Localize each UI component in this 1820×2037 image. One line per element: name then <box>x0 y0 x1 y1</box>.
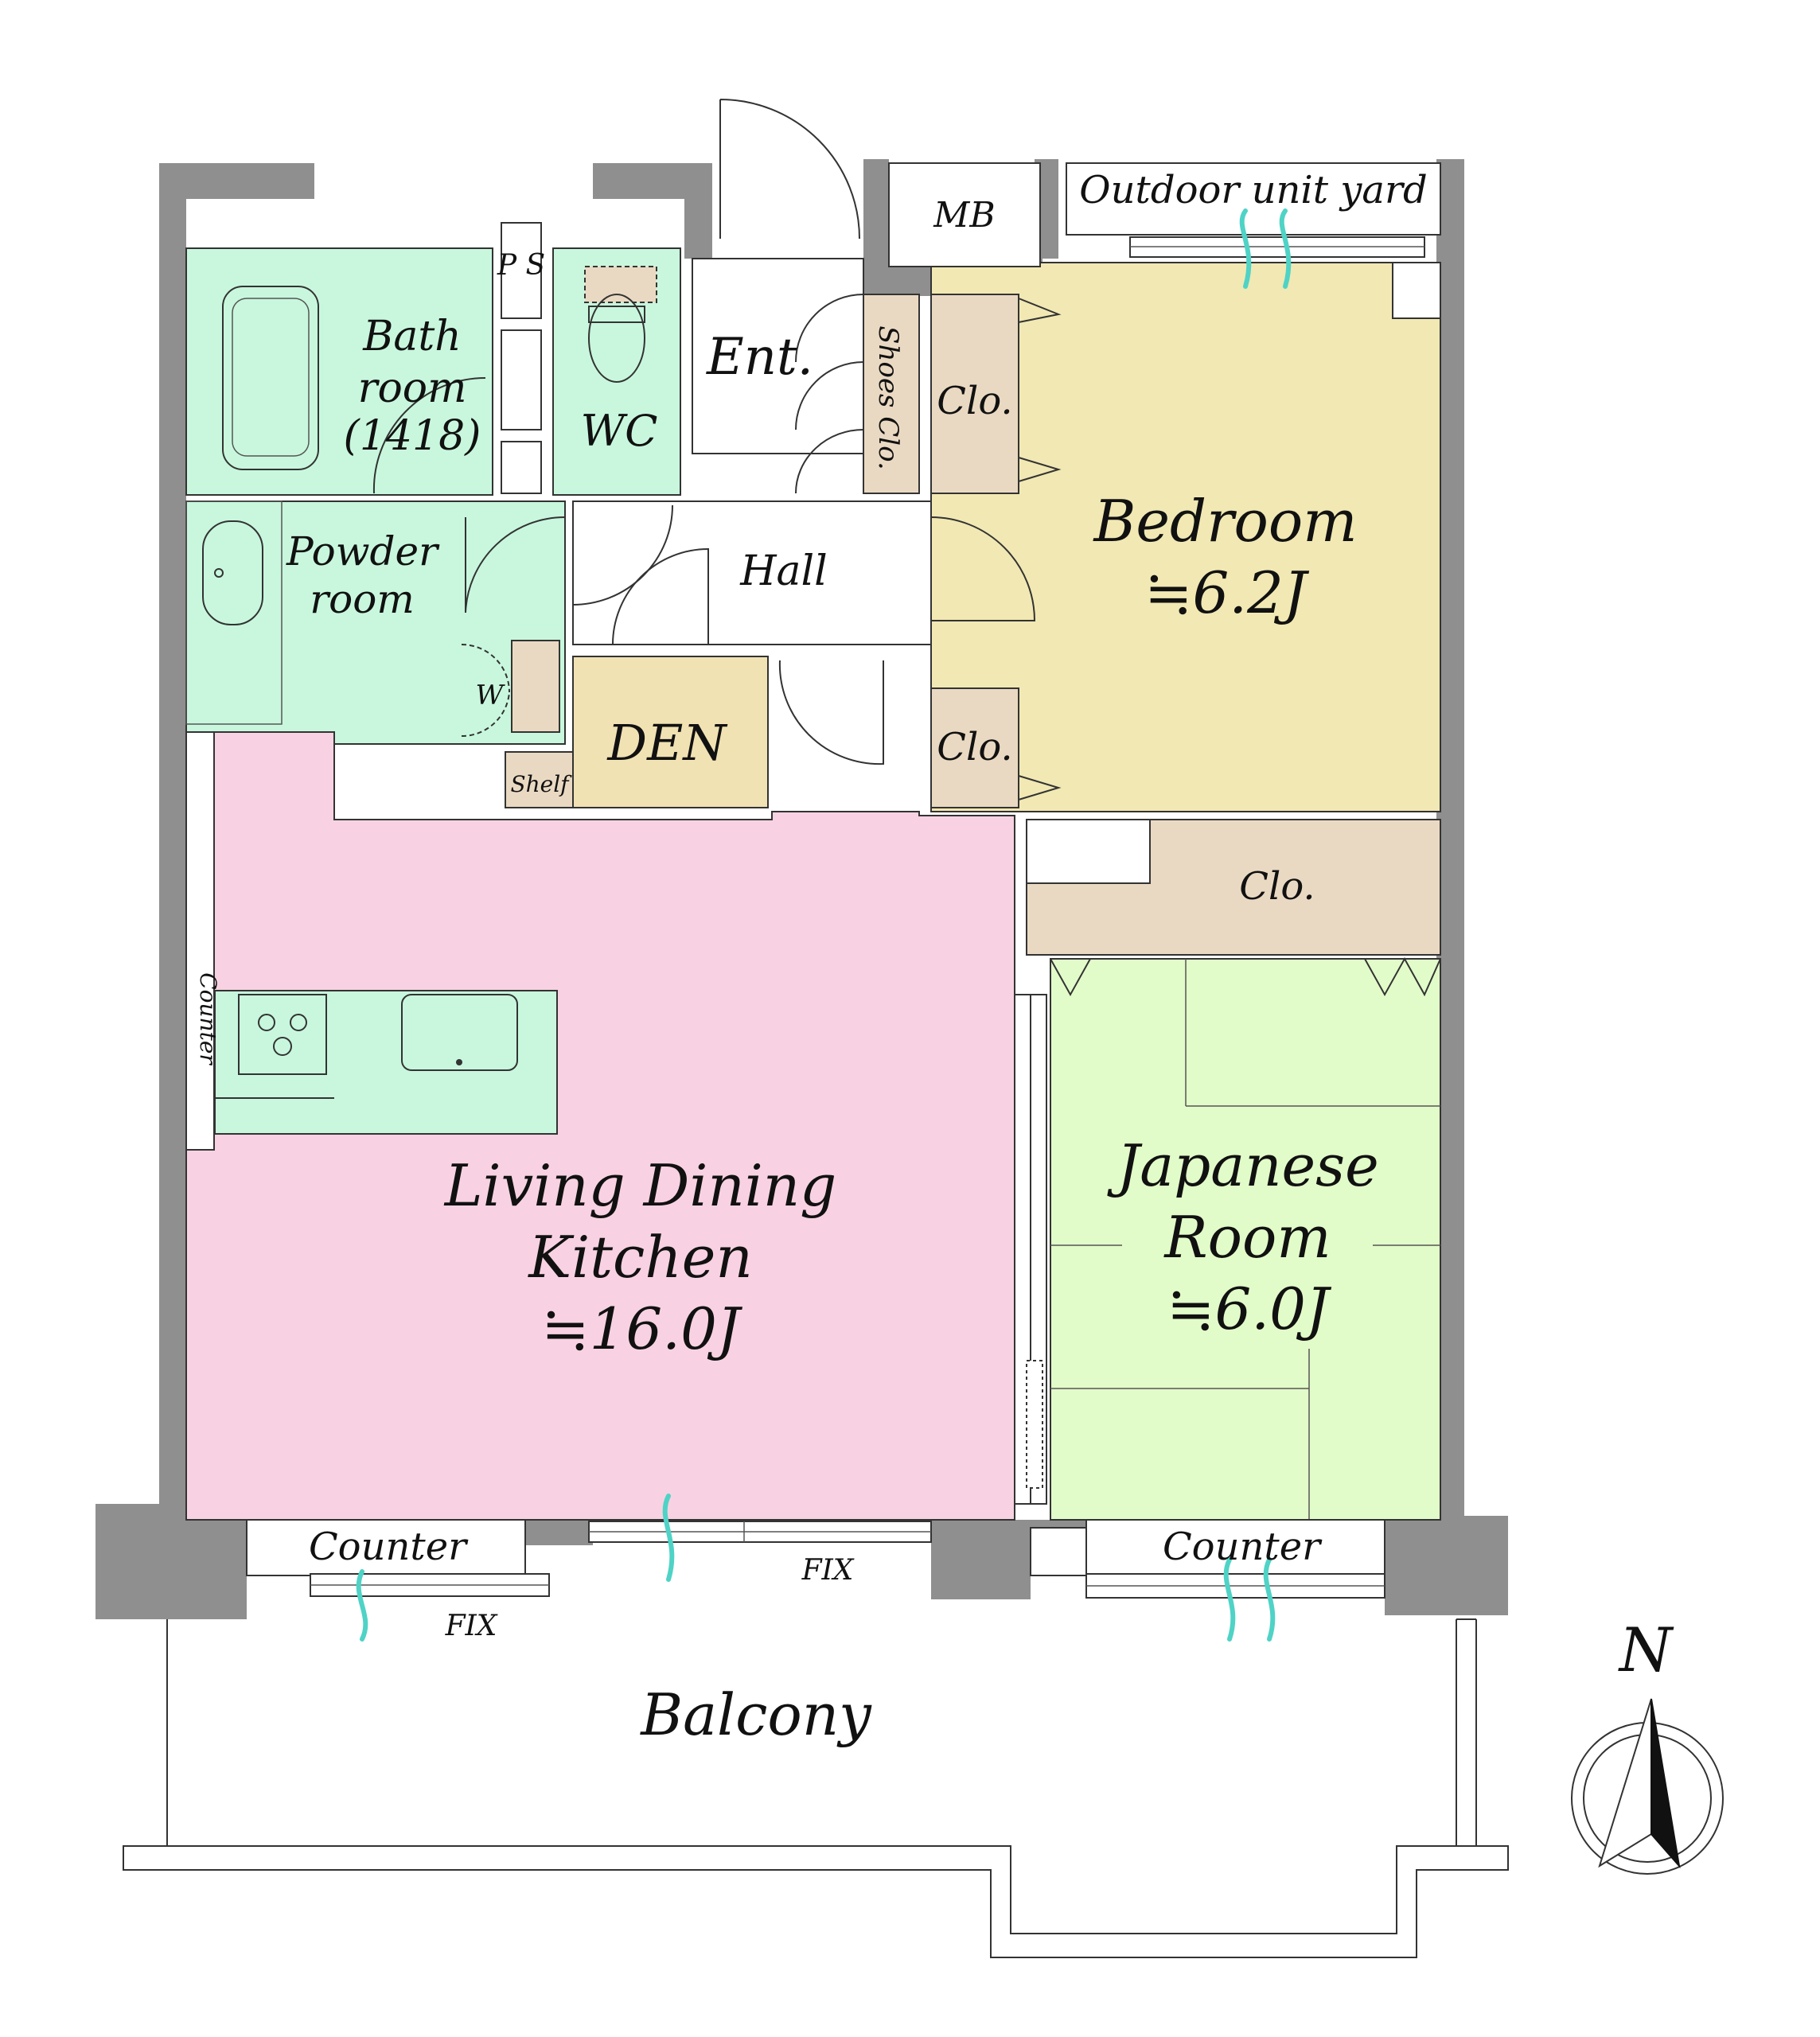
balcony-outline <box>123 1618 1509 1958</box>
north-compass <box>1571 1698 1724 1875</box>
label-den: DEN <box>606 714 728 772</box>
label-jr-2: Room <box>1163 1204 1331 1271</box>
label-closet-top: Clo. <box>937 379 1012 423</box>
label-wc: WC <box>581 406 658 456</box>
label-balcony: Balcony <box>639 1681 872 1748</box>
airflow-marks <box>356 208 1292 1642</box>
label-ldk-1: Living Dining <box>443 1152 837 1219</box>
pipe-shaft <box>501 222 542 319</box>
label-counter-left: Counter <box>309 1525 469 1569</box>
label-hall: Hall <box>739 547 828 595</box>
side-counter <box>185 731 215 1151</box>
hall <box>572 500 932 645</box>
label-fix-left: FIX <box>445 1610 498 1642</box>
entrance <box>692 258 864 454</box>
label-bath-2: room <box>358 364 467 412</box>
toilet <box>588 294 645 383</box>
doors <box>372 99 1441 997</box>
south-counters <box>246 1519 1385 1599</box>
label-fix-mid: FIX <box>801 1554 855 1587</box>
label-ldk-2: Kitchen <box>527 1224 752 1291</box>
label-powder-1: Powder <box>286 528 440 574</box>
wash-basin <box>202 520 263 625</box>
label-jr-3: ≒6.0J <box>1167 1276 1332 1342</box>
label-ps: P S <box>497 249 545 282</box>
sink <box>401 994 518 1071</box>
label-mb: MB <box>933 195 995 236</box>
label-counter-side: Counter <box>195 972 221 1065</box>
bathtub <box>222 286 319 470</box>
outdoor-unit-yard <box>1066 162 1441 236</box>
closet-top <box>930 294 1019 494</box>
label-w: W <box>476 680 506 711</box>
tatami-lines <box>1050 959 1440 1520</box>
living-dining-kitchen <box>185 731 1015 1521</box>
closet-mid <box>930 687 1019 808</box>
japanese-room <box>1050 958 1441 1521</box>
label-ent: Ent. <box>706 328 813 387</box>
stove <box>238 994 327 1075</box>
label-bedroom-1: Bedroom <box>1093 488 1358 555</box>
label-counter-right: Counter <box>1163 1525 1323 1569</box>
label-ldk-3: ≒16.0J <box>541 1295 743 1362</box>
meter-box <box>888 162 1041 267</box>
label-closet-bottom: Clo. <box>1239 864 1315 909</box>
label-outdoor-unit-yard: Outdoor unit yard <box>1079 168 1427 212</box>
label-closet-mid: Clo. <box>937 725 1012 769</box>
den <box>572 656 769 808</box>
bath-room <box>185 247 493 496</box>
label-bath-1: Bath <box>362 313 462 360</box>
label-jr-1: Japanese <box>1106 1132 1378 1199</box>
shelf <box>505 751 574 808</box>
sliding-doors <box>1014 994 1047 1505</box>
label-shelf: Shelf <box>510 771 572 797</box>
label-north: N <box>1618 1614 1674 1685</box>
label-bedroom-2: ≒6.2J <box>1144 559 1310 626</box>
label-shoes-closet: Shoes Clo. <box>872 325 904 470</box>
label-powder-2: room <box>310 576 415 622</box>
label-bath-3: (1418) <box>344 412 481 460</box>
kitchen-island <box>214 990 558 1135</box>
